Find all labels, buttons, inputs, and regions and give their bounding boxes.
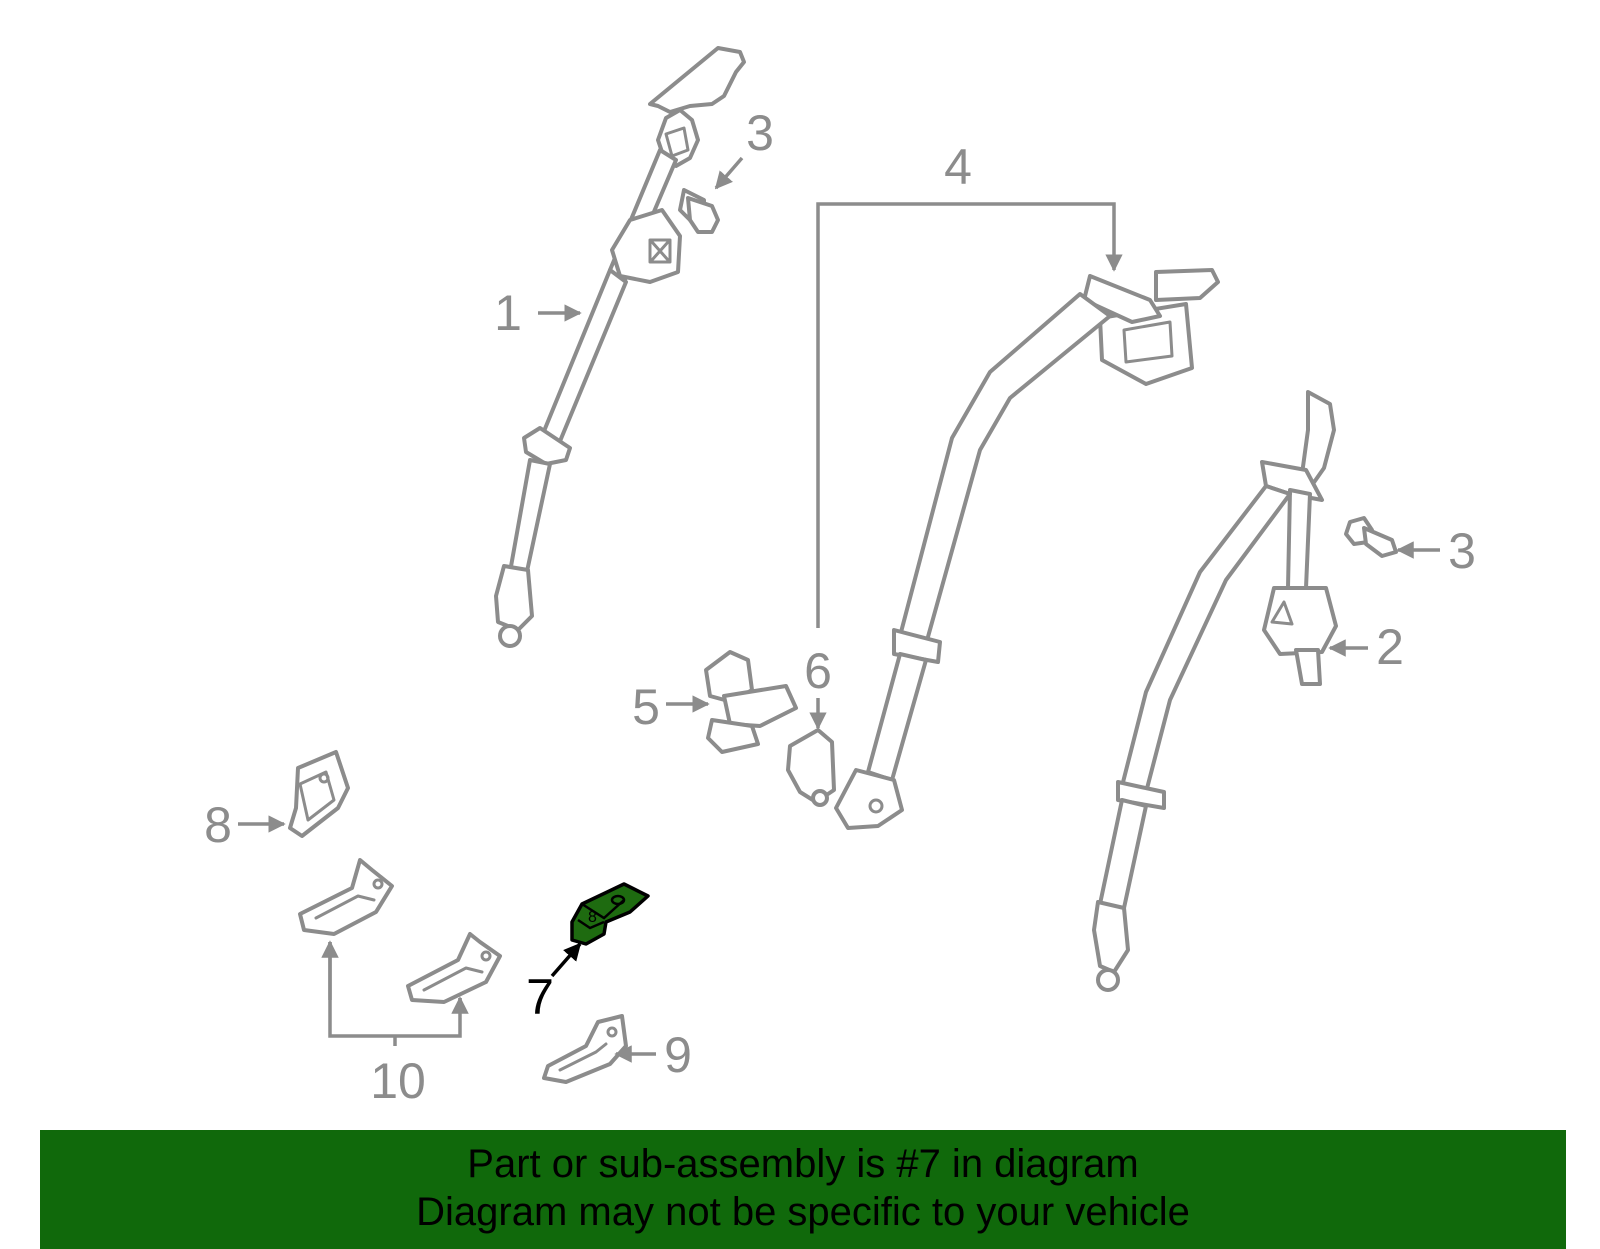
callout-10: 10 (370, 1053, 426, 1109)
callout-5: 5 (632, 679, 660, 735)
leader-4 (816, 202, 1123, 628)
part-2-seat-belt-right (1092, 390, 1338, 992)
callout-3-upper: 3 (746, 105, 774, 161)
part-8-bracket (288, 750, 350, 838)
banner-line-2: Diagram may not be specific to your vehi… (416, 1190, 1190, 1234)
part-3-bolt-upper (678, 188, 720, 234)
part-5-buckle (704, 650, 798, 754)
callout-3-right: 3 (1448, 523, 1476, 579)
leader-7 (550, 942, 582, 978)
callout-8: 8 (204, 797, 232, 853)
part-6-buckle (786, 728, 836, 807)
part-7-hole-mark: 8 (588, 909, 597, 926)
callout-6: 6 (804, 643, 832, 699)
banner-line-1: Part or sub-assembly is #7 in diagram (467, 1142, 1139, 1186)
part-7-bracket-highlighted: 8 (570, 882, 650, 946)
part-4-seat-belt-center (834, 268, 1220, 830)
part-9-bracket (542, 1014, 628, 1084)
leader-3-upper (714, 156, 744, 190)
info-banner: Part or sub-assembly is #7 in diagram Di… (40, 1130, 1566, 1249)
callout-7: 7 (526, 969, 554, 1025)
callout-1: 1 (494, 285, 522, 341)
callout-9: 9 (664, 1027, 692, 1083)
part-1-seat-belt-left (494, 46, 746, 648)
part-10-bracket-right (406, 932, 502, 1004)
part-10-bracket-left (298, 858, 394, 936)
callout-2: 2 (1376, 619, 1404, 675)
callout-4: 4 (944, 139, 972, 195)
part-3-bolt-right (1344, 516, 1398, 558)
parts-diagram: 1 3 4 2 3 (204, 46, 1476, 1109)
